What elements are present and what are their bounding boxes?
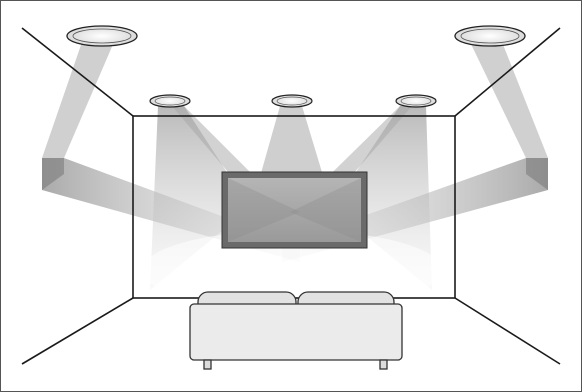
ceiling-speaker-icon [66, 25, 138, 47]
television-icon [221, 171, 368, 249]
sound-beam-icon [42, 42, 114, 158]
ceiling-speaker-icon [395, 94, 437, 108]
ceiling-speaker-icon [149, 94, 191, 108]
floor-edge-left [21, 297, 134, 365]
sofa-body [189, 303, 403, 361]
ceiling-speaker-icon [454, 25, 526, 47]
ceiling-edge-left [21, 27, 134, 117]
sofa-leg-right [379, 359, 388, 370]
sofa-icon [189, 291, 403, 370]
ceiling-speakers [66, 25, 526, 108]
sound-beam-icon [150, 106, 250, 290]
ceiling-speaker-icon [271, 94, 313, 108]
sofa-leg-left [203, 359, 212, 370]
sound-beam-icon [470, 42, 548, 158]
sound-beam-icon [332, 106, 432, 290]
ceiling-edge-right [454, 27, 561, 117]
floor-edge-right [454, 297, 561, 365]
floor-sound-glow [142, 230, 442, 310]
